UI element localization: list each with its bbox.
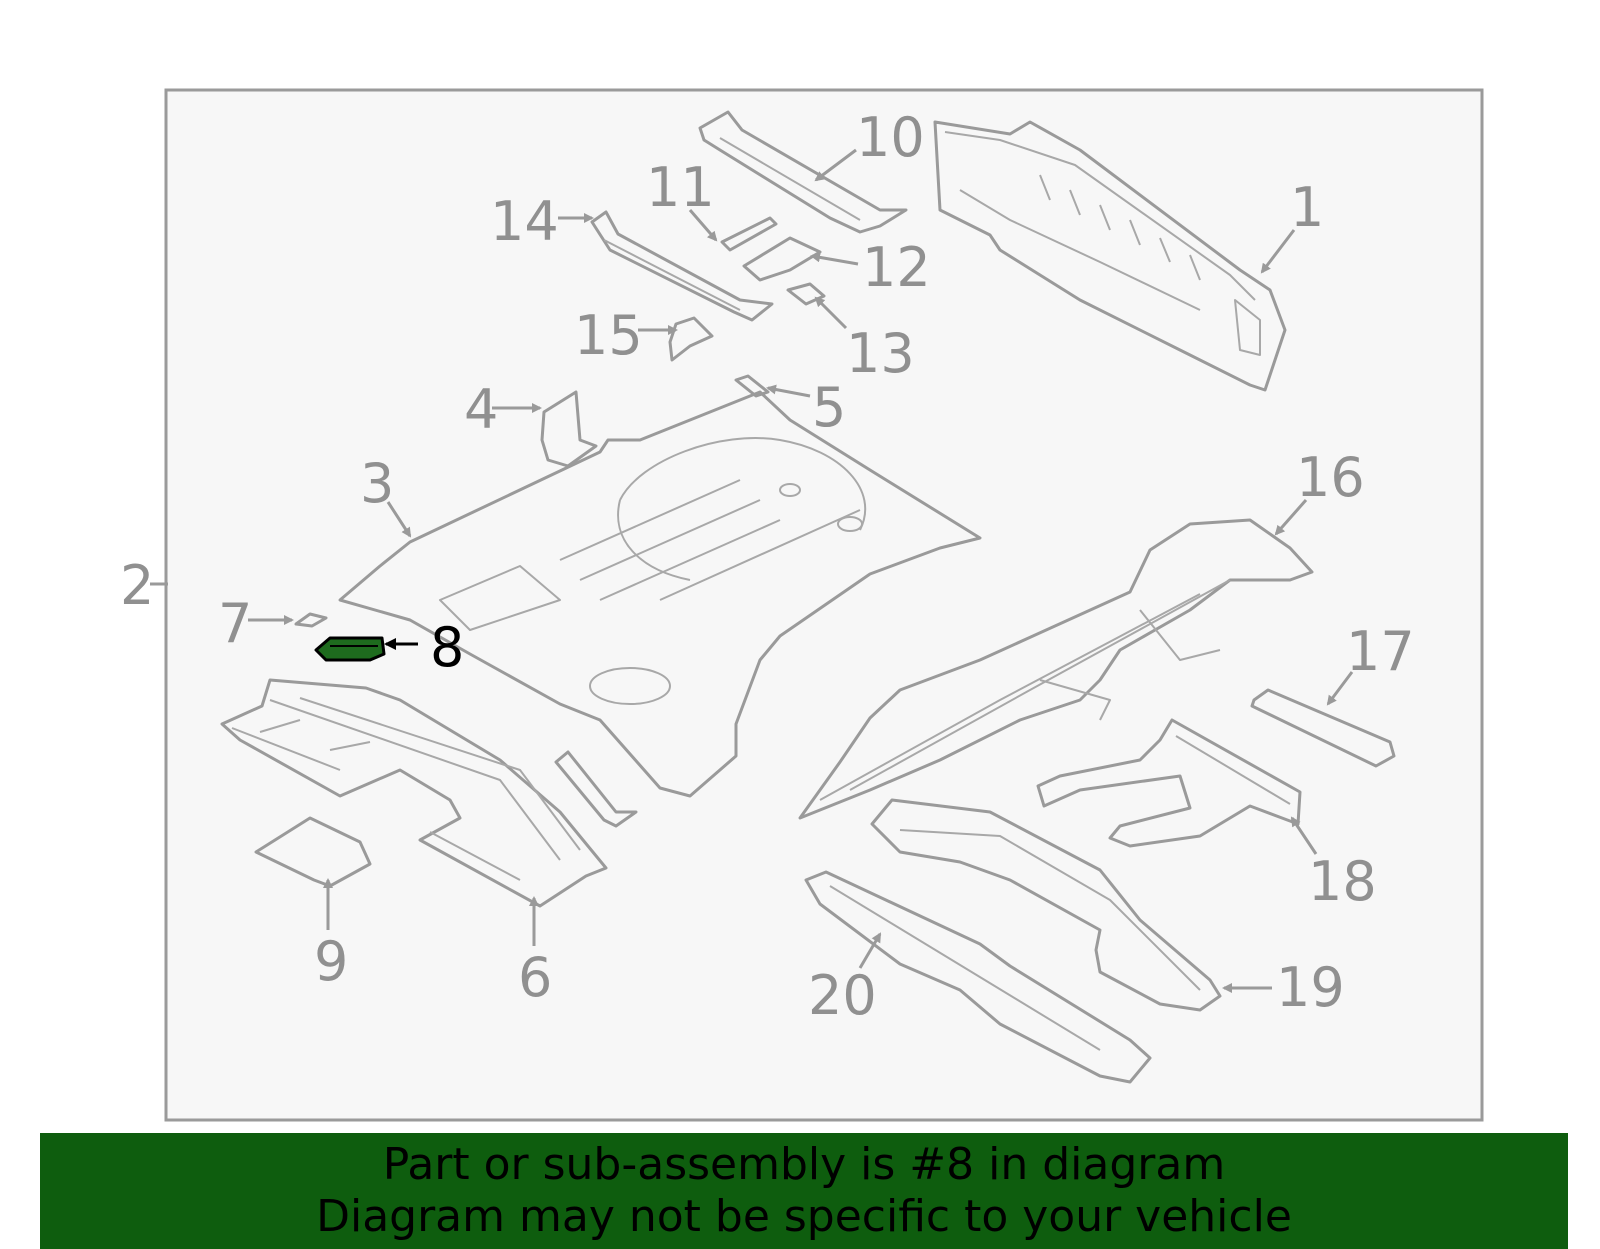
callout-19[interactable]: 19 <box>1276 956 1345 1019</box>
callout-6[interactable]: 6 <box>518 946 552 1009</box>
callout-15[interactable]: 15 <box>574 304 643 367</box>
callout-8[interactable]: 8 <box>430 616 464 679</box>
callout-10[interactable]: 10 <box>856 106 925 169</box>
callout-16[interactable]: 16 <box>1296 446 1365 509</box>
part-11-bracket <box>720 216 778 252</box>
callout-7[interactable]: 7 <box>218 592 252 655</box>
part-15-bracket <box>668 316 714 362</box>
part-20-member <box>804 870 1152 1084</box>
banner-line-1: Part or sub-assembly is #8 in diagram <box>382 1139 1226 1190</box>
callout-12[interactable]: 12 <box>862 236 931 299</box>
part-10-rail <box>698 110 908 234</box>
part-13-clip <box>786 282 826 306</box>
part-19-member <box>870 798 1222 1012</box>
info-banner: Part or sub-assembly is #8 in diagram Di… <box>40 1133 1568 1249</box>
part-12-bracket <box>742 236 822 282</box>
callout-14[interactable]: 14 <box>490 190 559 253</box>
callout-4[interactable]: 4 <box>464 378 498 441</box>
callout-13[interactable]: 13 <box>846 322 915 385</box>
callout-1[interactable]: 1 <box>1290 176 1324 239</box>
callout-17[interactable]: 17 <box>1346 620 1415 683</box>
part-17-member <box>1250 688 1396 768</box>
part-6-side-member <box>220 678 608 908</box>
callout-2[interactable]: 2 <box>120 554 154 617</box>
part-14-rail <box>590 210 774 322</box>
callout-20[interactable]: 20 <box>808 964 877 1027</box>
part-4-bracket <box>540 390 598 468</box>
part-9-bracket <box>254 816 372 888</box>
part-8-highlighted <box>314 636 386 662</box>
callout-5[interactable]: 5 <box>812 376 846 439</box>
part-bar <box>554 750 638 828</box>
leader-lines <box>150 148 1354 993</box>
callout-3[interactable]: 3 <box>360 452 394 515</box>
part-7-clip <box>294 612 328 628</box>
banner-line-2: Diagram may not be specific to your vehi… <box>316 1191 1292 1242</box>
callout-9[interactable]: 9 <box>314 930 348 993</box>
callout-18[interactable]: 18 <box>1308 850 1377 913</box>
part-16-crossmember <box>798 518 1314 820</box>
callout-11[interactable]: 11 <box>646 156 715 219</box>
part-3-floor-pan <box>338 390 982 798</box>
part-1-rear-panel <box>933 120 1287 392</box>
